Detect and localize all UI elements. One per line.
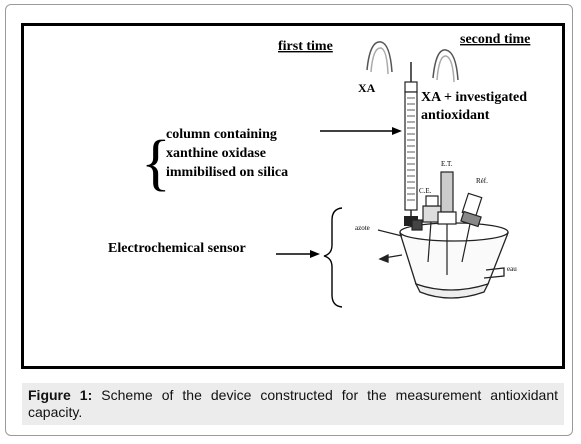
electrochemical-cell	[377, 222, 509, 299]
figure-caption: Figure 1: Scheme of the device construct…	[22, 383, 564, 425]
sensor-arrow	[276, 250, 320, 258]
column-label-line2: xanthine oxidase	[166, 146, 266, 161]
first-tubing-icon	[366, 41, 393, 75]
sensor-brace	[323, 207, 343, 308]
column-arrow	[320, 127, 402, 135]
electrode-ce-label: C.E.	[419, 187, 432, 195]
caption-label: Figure 1:	[28, 387, 93, 403]
azote-label: azote	[355, 224, 370, 232]
column-label-line1: column containing	[166, 127, 277, 142]
xa-label: XA	[358, 81, 376, 95]
column-brace: {	[141, 129, 171, 197]
xa-antioxidant-line2: antioxidant	[421, 108, 490, 123]
eau-label: eau	[507, 265, 517, 273]
first-time-label: first time	[278, 39, 333, 54]
caption-text: Scheme of the device constructed for the…	[28, 387, 558, 420]
xa-antioxidant-line1: XA + investigated	[421, 90, 527, 105]
electrode-ref-label: Réf.	[476, 177, 488, 185]
electrode-et-label: E.T.	[441, 160, 453, 168]
electrodes	[411, 171, 483, 275]
sensor-label: Electrochemical sensor	[108, 241, 246, 256]
xanthine-oxidase-column	[404, 62, 418, 226]
column-label-line3: immibilised on silica	[166, 165, 288, 180]
second-time-label: second time	[460, 32, 530, 47]
second-tubing-icon	[432, 49, 459, 83]
apparatus-diagram: first time second time XA XA + investiga…	[108, 32, 530, 308]
